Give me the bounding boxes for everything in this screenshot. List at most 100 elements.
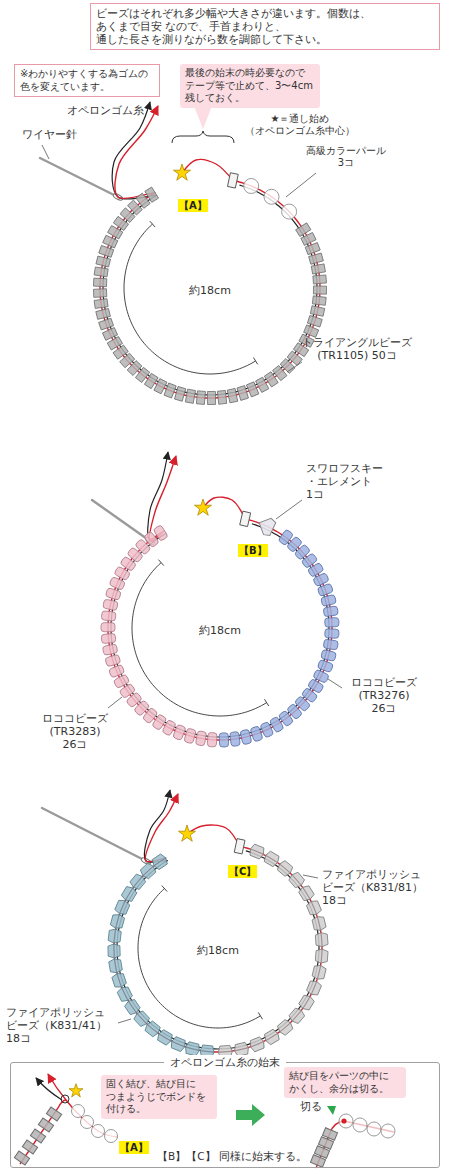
bead-facet [200, 1051, 214, 1052]
fire-polish-bead [169, 1036, 187, 1052]
pearl [282, 204, 297, 219]
rococo-bead [108, 664, 124, 678]
part-label: オペロンゴム糸 [62, 104, 144, 117]
cut-mark [327, 1106, 336, 1115]
start-star [69, 1084, 83, 1097]
triangle-bead [14, 1151, 29, 1165]
triangle-bead [96, 309, 111, 320]
fire-polish-bead [315, 932, 328, 947]
length-bracket [138, 889, 260, 1028]
pearl [367, 1122, 381, 1136]
fire-polish-bead [312, 964, 327, 980]
triangle-bead [22, 1140, 37, 1154]
fire-polish-bead [298, 884, 316, 902]
part-label: ロココビーズ (TR3276) 26コ [345, 676, 423, 715]
rococo-bead [325, 629, 339, 639]
rococo-bead [184, 728, 196, 744]
start-star [173, 164, 190, 180]
part-label: ファイアポリッシュ ビーズ（K831/81） 18コ [322, 868, 442, 907]
fire-polish-bead [306, 979, 322, 997]
note-text: 結び目をパーツの中に かくし、余分は切る。 [289, 1070, 401, 1095]
wire-needle [92, 500, 150, 541]
note-text: ビーズはそれぞれ多少幅や大きさが違います。個数は、あくまで目安 なので、手首まわ… [96, 7, 434, 46]
rococo-bead [323, 639, 338, 650]
elastic-string [117, 790, 319, 1049]
rococo-bead [325, 618, 339, 628]
fire-polish-bead [108, 944, 120, 958]
triangle-bead [175, 387, 186, 402]
elastic-string [100, 106, 320, 398]
triangle-bead [311, 264, 325, 274]
triangle-bead [313, 275, 327, 284]
knot [341, 1118, 346, 1123]
length-brace [172, 131, 234, 143]
string-tail [203, 497, 245, 519]
length-bracket [132, 563, 267, 716]
bracket-tick [150, 221, 155, 227]
tag-text: 【A】 [120, 1141, 148, 1154]
knot [61, 1095, 69, 1103]
fire-polish-bead [116, 985, 133, 1003]
bracket-tick [253, 358, 257, 365]
bead-facet [120, 901, 125, 914]
part-label: ワイヤー針 [22, 128, 84, 141]
bead-facet [292, 875, 301, 886]
rococo-bead [103, 599, 119, 611]
bead-facet [311, 981, 316, 994]
leader-lines [42, 145, 342, 1023]
triangle-bead [145, 187, 159, 202]
rococo-bead [321, 649, 337, 661]
string-tail [187, 825, 240, 846]
rococo-bead [101, 611, 116, 621]
bead-facet [114, 929, 116, 943]
part-label: スワロフスキー ・エレメント 1コ [306, 462, 388, 501]
bead-facet [311, 901, 316, 914]
leader-line [108, 697, 122, 708]
bead-facet [250, 849, 263, 854]
tape [234, 839, 245, 854]
rococo-bead [101, 633, 116, 643]
part-label: ファイアポリッシュ ビーズ（K831/41） 18コ [6, 1006, 122, 1045]
callout-box: 固く結び、結び目に つまようじでボンドを 付ける。 [101, 1075, 217, 1119]
triangle-bead [38, 1118, 53, 1132]
fire-polish-bead [108, 928, 122, 943]
step-arrow [236, 1104, 265, 1126]
bracelet [92, 452, 339, 747]
fire-polish-bead [315, 949, 328, 964]
finishing-right [310, 1106, 395, 1168]
pearl [244, 179, 259, 194]
wire-needle [40, 158, 118, 197]
part-label: ロココビーズ (TR3283) 26コ [36, 712, 114, 751]
pearl [264, 189, 279, 204]
tape [228, 173, 239, 188]
triangle-bead [93, 278, 106, 287]
start-star [194, 499, 211, 515]
rococo-bead [101, 623, 115, 632]
fire-polish-bead [298, 993, 316, 1011]
rococo-bead [195, 731, 206, 746]
leader-line [303, 875, 318, 878]
bead-facet [114, 959, 116, 973]
fire-polish-bead [151, 853, 169, 871]
bead-facet [303, 887, 310, 899]
triangle-bead [237, 386, 249, 401]
bead-facet [137, 1014, 147, 1024]
triangle-bead [246, 382, 258, 397]
bead-facet [292, 1011, 301, 1022]
bead-facet [317, 966, 320, 980]
rococo-bead [317, 583, 333, 596]
elastic-string [111, 452, 329, 737]
leader-line [328, 679, 342, 688]
rococo-bead [207, 732, 217, 747]
rococo-bead [240, 729, 252, 745]
bead-facet [143, 866, 153, 875]
bead-facet [147, 1024, 158, 1033]
bead-facet [113, 944, 114, 958]
pearl [353, 1118, 367, 1132]
pearl [81, 1116, 94, 1129]
bead-facet [321, 933, 322, 947]
dimension-label: 約18cm [197, 944, 239, 957]
bracket-tick [258, 1012, 262, 1019]
bracket-tick [158, 560, 163, 566]
